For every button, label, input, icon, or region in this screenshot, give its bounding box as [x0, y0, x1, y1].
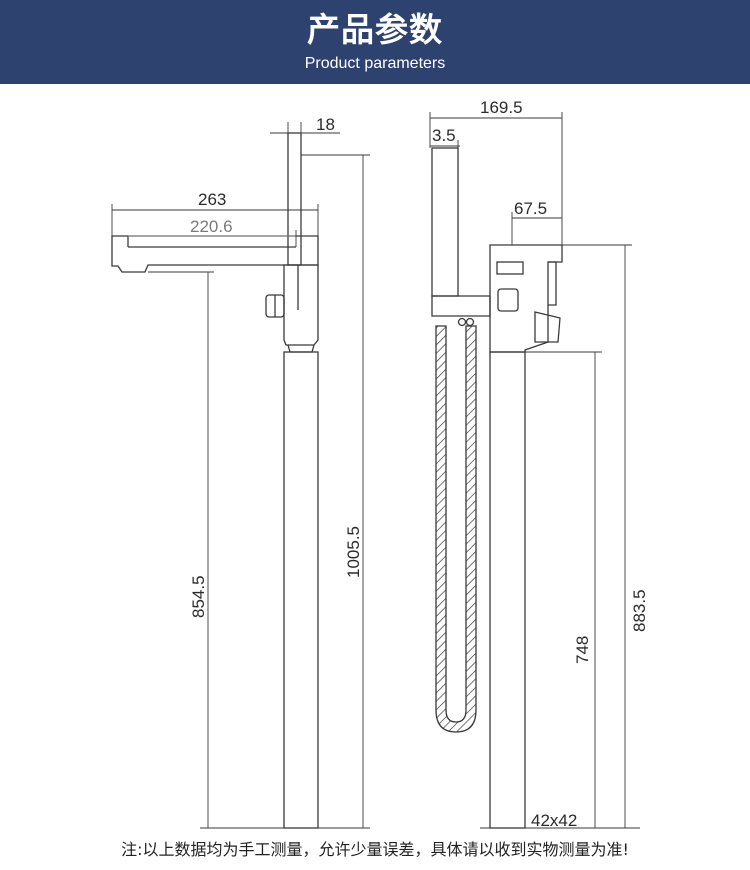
dim-top-width: 18	[316, 115, 335, 134]
faucet-spout	[111, 235, 319, 273]
faucet-riser-top	[287, 132, 302, 266]
mixer-column	[489, 351, 526, 829]
faucet-head	[283, 264, 319, 346]
footer-note: 注:以上数据均为手工测量，允许少量误差，具体请以收到实物测量为准!	[121, 840, 629, 859]
page-subtitle: Product parameters	[304, 55, 446, 72]
dim-spout-length: 263	[198, 190, 226, 209]
left-dimension-lines	[111, 122, 370, 828]
right-dimension-lines	[429, 112, 632, 829]
left-faucet-view	[111, 132, 370, 829]
dim-holder-height: 748	[573, 636, 592, 664]
dim-mixer-width: 67.5	[514, 199, 547, 218]
mixer-lever	[534, 311, 561, 343]
dim-spout-height: 854.5	[189, 575, 208, 618]
handshower	[431, 147, 459, 297]
dim-base-size: 42x42	[531, 811, 577, 830]
page-title: 产品参数	[307, 10, 443, 49]
handshower-hose	[435, 325, 477, 733]
dim-right-width: 169.5	[480, 98, 523, 117]
technical-drawing: 18 263 220.6 854.5 1005.5 169.5 3.5 67.5…	[111, 98, 649, 830]
dim-spout-inner: 220.6	[190, 217, 233, 236]
dim-total-height: 1005.5	[344, 526, 363, 578]
header-banner: 产品参数 Product parameters	[0, 0, 750, 84]
right-mixer-view	[431, 147, 640, 829]
dim-body-height: 883.5	[630, 589, 649, 632]
mixer-body	[489, 244, 563, 353]
dim-handshower-width: 3.5	[432, 126, 456, 145]
handshower-holder	[431, 295, 491, 317]
faucet-main-pipe	[283, 351, 319, 829]
